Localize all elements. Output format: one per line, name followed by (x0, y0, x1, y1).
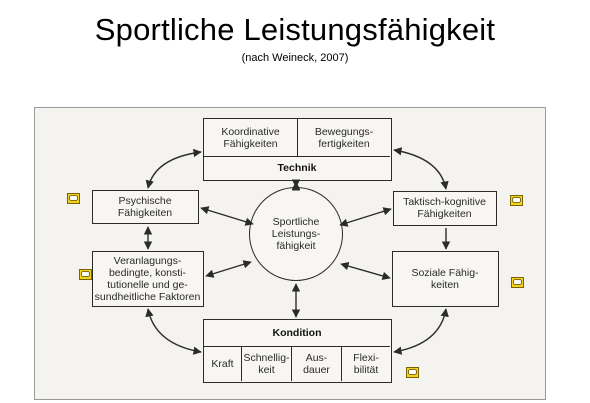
technik-label: Technik (277, 162, 317, 174)
psychische-faehigkeiten-label: Psychische Fähigkeiten (117, 194, 173, 219)
taktisch-kognitive-box: Taktisch-kognitive Fähigkeiten (393, 191, 497, 226)
kondition-box: Kondition Kraft Schnellig- keit Aus- dau… (203, 319, 392, 383)
page-title: Sportliche Leistungsfähigkeit (94, 12, 496, 47)
arrow-center-psychische (200, 206, 254, 226)
arrow-center-taktisch (339, 207, 392, 227)
soziale-faehigkeiten-box: Soziale Fähig- keiten (392, 251, 499, 307)
arrow-center-soziale (340, 262, 391, 280)
kondition-schnelligkeit-cell: Schnellig- keit (242, 347, 292, 381)
veranlagung-box: Veranlagungs- bedingte, konsti- tutionel… (92, 251, 204, 307)
page-subtitle: (nach Weineck, 2007) (241, 52, 349, 64)
comment-note-icon[interactable] (67, 193, 80, 204)
kondition-label: Kondition (204, 320, 390, 347)
kondition-flexibilitaet-cell: Flexi- bilität (353, 352, 379, 376)
arrow-center-veranlagung (205, 260, 252, 278)
technik-koordinative-cell: Koordinative Fähigkeiten (204, 119, 298, 157)
psychische-faehigkeiten-box: Psychische Fähigkeiten (92, 190, 199, 224)
arrow-soziale-kondition (393, 308, 449, 355)
kondition-kraft-cell: Kraft (204, 347, 242, 381)
comment-note-icon[interactable] (511, 277, 524, 288)
comment-note-icon[interactable] (510, 195, 523, 206)
kondition-ausdauer-cell: Aus- dauer (292, 347, 342, 381)
taktisch-kognitive-label: Taktisch-kognitive Fähigkeiten (403, 196, 486, 220)
arrow-technik-psychische (145, 148, 202, 189)
technik-bewegung-cell: Bewegungs- fertigkeiten (298, 119, 390, 157)
arrow-technik-taktisch (393, 147, 449, 190)
veranlagung-label: Veranlagungs- bedingte, konsti- tutionel… (94, 254, 201, 303)
soziale-faehigkeiten-label: Soziale Fähig- keiten (411, 266, 479, 291)
comment-note-icon[interactable] (406, 367, 419, 378)
comment-note-icon[interactable] (79, 269, 92, 280)
arrow-veranlagung-kondition (145, 308, 202, 355)
